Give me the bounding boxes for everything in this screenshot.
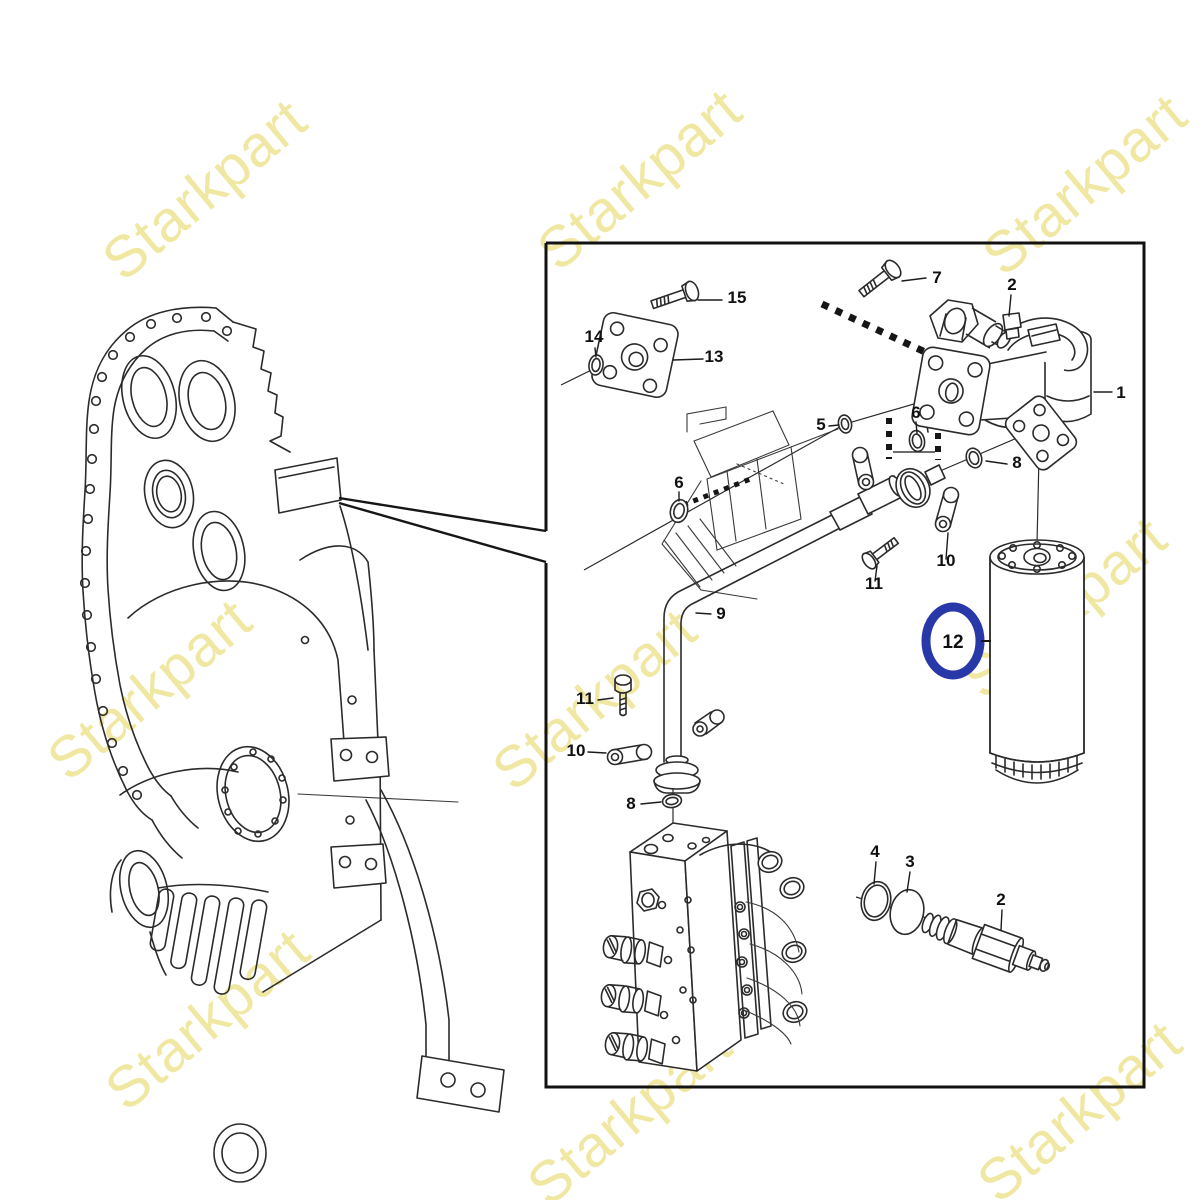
detail-box-frame [544, 241, 1146, 1089]
fitting-part-2-top [1002, 312, 1022, 340]
oil-filter-part-12 [989, 539, 1085, 784]
valve-cartridge-part-2 [921, 912, 1051, 973]
clamp-part-10-right [934, 486, 960, 533]
callout-2-bottom: 2 [996, 890, 1005, 909]
filter-head-assembly-part-1 [911, 299, 1092, 471]
callout-14: 14 [585, 327, 604, 346]
valve-block [600, 822, 808, 1072]
clamp-upper [851, 446, 875, 491]
filter-corrugation [995, 755, 1078, 780]
callout-9: 9 [716, 604, 725, 623]
callout-8-left: 8 [626, 794, 635, 813]
o-ring-part-6-right [908, 429, 926, 453]
bolt-circle-holes [221, 748, 287, 838]
bolt-part-11-left [614, 674, 632, 717]
valve-right-fittings [734, 850, 808, 1045]
flange-bolt-holes [79, 311, 357, 825]
bolt-part-7 [858, 259, 902, 298]
callout-15: 15 [728, 288, 747, 307]
flange-plate-part-13 [591, 311, 679, 399]
gearbox-housing-drawing [79, 306, 505, 1183]
housing-ribs [149, 883, 269, 995]
callout-1: 1 [1116, 383, 1125, 402]
o-ring-part-8-right [965, 447, 983, 469]
o-ring-part-4 [860, 880, 892, 922]
dashed-alignment-lines [682, 300, 941, 508]
mounting-flange [911, 346, 991, 436]
filter-stud-line [1036, 455, 1040, 545]
bolt-part-11-right [861, 536, 900, 570]
valve-left-ports [600, 934, 666, 1065]
callout-4: 4 [870, 842, 880, 861]
o-ring-part-3 [889, 888, 925, 936]
callout-5: 5 [816, 415, 825, 434]
callout-6-right: 6 [911, 403, 920, 422]
lower-flange [1004, 395, 1078, 471]
context-block-sketch [661, 406, 839, 600]
o-ring-part-8-left [661, 793, 683, 809]
bolt-part-15 [650, 280, 700, 310]
callout-11-right: 11 [865, 574, 883, 593]
o-ring-part-5 [837, 414, 853, 434]
o-ring-part-6-left [669, 498, 689, 524]
pipe-part-9 [653, 464, 946, 794]
callout-12: 12 [942, 632, 963, 653]
callout-11-left: 11 [576, 689, 594, 708]
callout-3: 3 [905, 852, 914, 871]
leader-lines [587, 277, 1113, 931]
clamp-mid [692, 709, 725, 737]
callout-6-left: 6 [674, 473, 683, 492]
callout-2-top: 2 [1007, 275, 1016, 294]
clamp-part-10-left [606, 743, 653, 766]
pointer-lines [338, 496, 547, 564]
callout-13: 13 [705, 347, 724, 366]
callout-7: 7 [932, 268, 941, 287]
callout-10-right: 10 [937, 551, 956, 570]
highlight-circle-12 [921, 602, 985, 680]
callout-8-right: 8 [1012, 453, 1021, 472]
o-ring-part-14 [588, 354, 604, 376]
callout-10-left: 10 [567, 741, 586, 760]
